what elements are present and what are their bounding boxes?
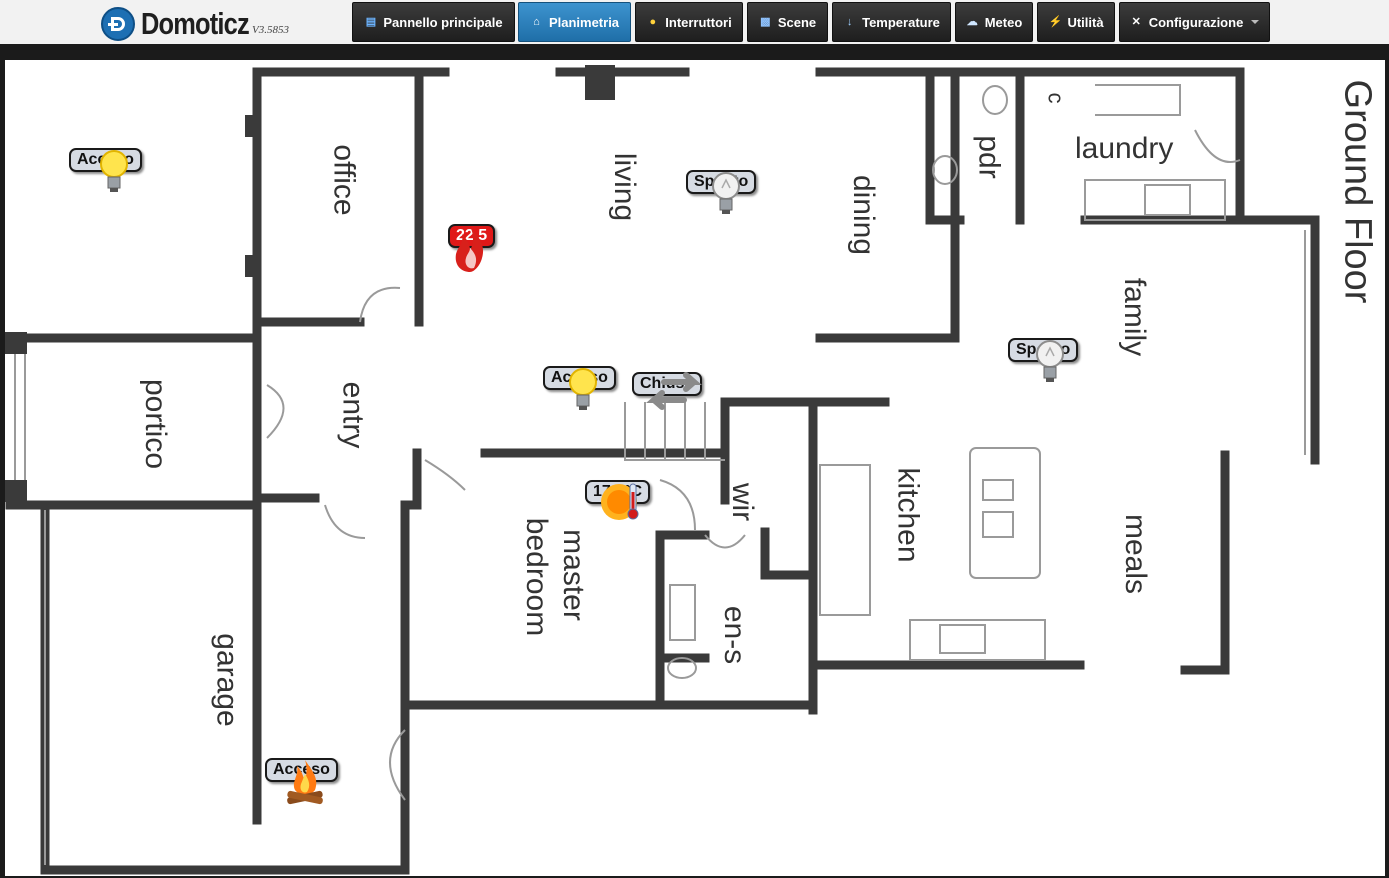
room-label-wir: wir <box>726 482 760 522</box>
app-name: Domoticz <box>141 6 250 41</box>
tools-icon: ✕ <box>1131 15 1141 28</box>
nav-dashboard[interactable]: ▤ Pannello principale <box>352 2 515 42</box>
room-label-dining: dining <box>847 174 881 256</box>
room-label-meals: meals <box>1119 513 1153 595</box>
nav-setup[interactable]: ✕ Configurazione <box>1119 2 1270 42</box>
nav-floorplan[interactable]: ⌂ Planimetria <box>518 2 631 42</box>
sun-thermometer-icon <box>601 483 639 520</box>
room-label-pdr: pdr <box>972 135 1006 179</box>
device-light-living[interactable]: Spento <box>686 170 757 214</box>
lightning-icon: ⚡ <box>1048 15 1063 28</box>
nav-label: Pannello principale <box>383 14 503 30</box>
scene-icon: ▩ <box>760 15 771 28</box>
home-icon: ⌂ <box>533 15 540 28</box>
weather-icon: ☁ <box>966 15 978 28</box>
nav-label: Interruttori <box>665 14 732 30</box>
device-temp-bedroom[interactable]: 17.9°C <box>585 480 651 520</box>
nav-label: Temperature <box>862 14 940 30</box>
flame-icon <box>455 226 484 272</box>
nav-weather[interactable]: ☁ Meteo <box>955 2 1033 42</box>
room-label-laundry: laundry <box>1075 132 1174 165</box>
device-light-family[interactable]: Spento <box>1008 338 1079 382</box>
nav-switches[interactable]: ● Interruttori <box>635 2 743 42</box>
device-light-entry[interactable]: Acceso <box>543 366 616 410</box>
floorplan-frame: office living dining pdr laundry c famil… <box>0 44 1389 878</box>
room-label-entry: entry <box>336 381 370 449</box>
thermometer-icon: ↓ <box>846 15 853 28</box>
device-light-outside[interactable]: Acceso <box>69 148 142 192</box>
nav-label: Meteo <box>984 14 1023 30</box>
nav-label: Planimetria <box>548 14 620 30</box>
floorplan-walls <box>5 65 1320 875</box>
room-label-garage: garage <box>210 633 244 727</box>
arrows-icon <box>646 372 702 410</box>
device-blinds-entry[interactable]: Chiuso <box>632 372 703 410</box>
device-fire-garage[interactable]: Acceso <box>265 758 338 805</box>
room-label-en-s: en-s <box>718 605 752 665</box>
bulb-off-icon <box>1036 340 1064 382</box>
nav-label: Scene <box>777 14 817 30</box>
room-label-office: office <box>327 144 361 216</box>
campfire-icon <box>287 760 323 805</box>
floorplan-title: Ground Floor <box>1336 79 1379 304</box>
bulb-icon: ● <box>649 15 657 28</box>
nav-scenes[interactable]: ▩ Scene <box>747 2 828 42</box>
nav-utility[interactable]: ⚡ Utilità <box>1037 2 1115 42</box>
dashboard-icon: ▤ <box>365 15 377 28</box>
room-label-living: living <box>608 152 642 222</box>
room-label-master: master <box>556 529 590 621</box>
room-label-kitchen: kitchen <box>891 467 925 563</box>
bulb-on-icon <box>100 150 128 192</box>
nav-temperature[interactable]: ↓ Temperature <box>832 2 951 42</box>
domoticz-logo-icon <box>101 7 135 41</box>
bulb-on-icon <box>569 368 597 410</box>
chevron-down-icon <box>1251 20 1260 24</box>
nav-label: Utilità <box>1067 14 1104 30</box>
bulb-off-icon <box>712 172 740 214</box>
nav-label: Configurazione <box>1148 14 1244 30</box>
app-version: V3.5853 <box>252 24 289 36</box>
device-heating-living[interactable]: 22.5 <box>448 224 496 272</box>
floorplan-canvas: office living dining pdr laundry c famil… <box>5 60 1385 876</box>
room-label-portico: portico <box>139 378 173 470</box>
room-label-c: c <box>1043 92 1069 104</box>
room-label-family: family <box>1118 277 1152 357</box>
top-bar: Domoticz V3.5853 ▤ Pannello principale ⌂… <box>0 0 1389 45</box>
room-label-bedroom: bedroom <box>520 517 554 637</box>
